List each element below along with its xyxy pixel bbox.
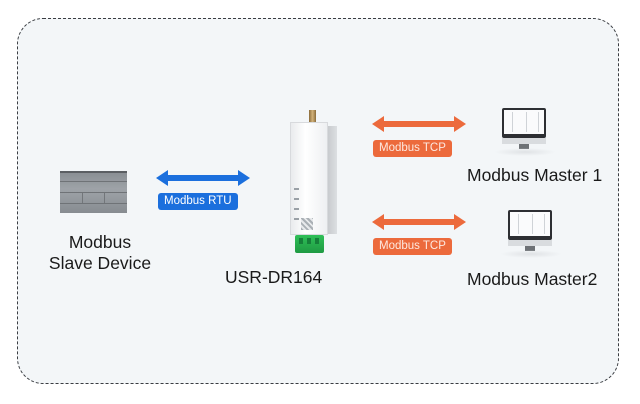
tcp-bidirectional-arrow-1 — [372, 116, 466, 132]
slave-device-label: Modbus Slave Device — [44, 232, 156, 274]
master1-label: Modbus Master 1 — [467, 165, 603, 185]
desktop-computer-icon — [494, 108, 556, 160]
master2-label: Modbus Master2 — [467, 269, 598, 289]
desktop-computer-icon — [500, 210, 562, 262]
modbus-tcp-badge-1: Modbus TCP — [373, 140, 452, 157]
din-rail-gateway-icon — [290, 110, 342, 255]
tcp-bidirectional-arrow-2 — [372, 214, 466, 230]
gateway-label: USR-DR164 — [225, 267, 323, 287]
slave-label-line2: Slave Device — [48, 253, 152, 273]
slave-label-line1: Modbus — [68, 232, 132, 252]
plc-icon — [60, 171, 127, 213]
rtu-bidirectional-arrow — [156, 170, 250, 186]
modbus-tcp-badge-2: Modbus TCP — [373, 238, 452, 255]
modbus-rtu-badge: Modbus RTU — [158, 193, 238, 210]
